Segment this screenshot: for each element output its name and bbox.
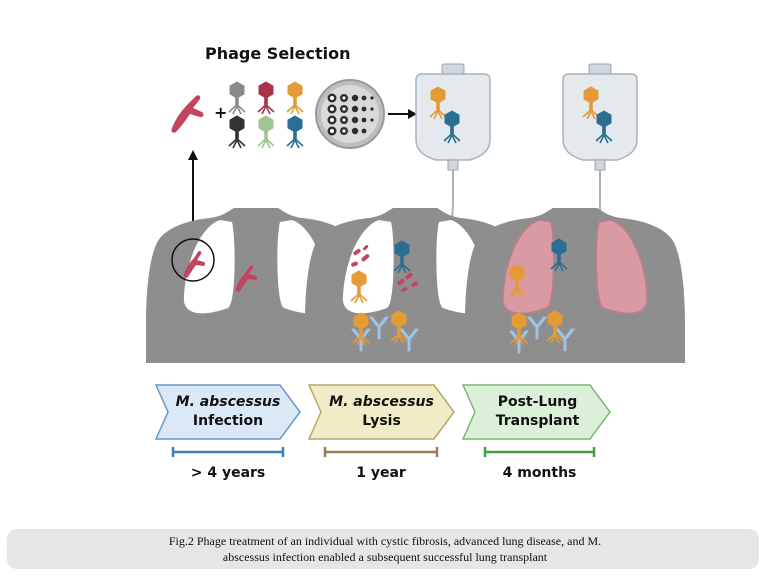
mycobacterium-icon	[183, 250, 258, 292]
caption-line-1: Fig.2 Phage treatment of an individual w…	[168, 534, 602, 548]
phage-icon	[228, 81, 246, 115]
plus-sign: +	[214, 103, 227, 122]
petri-dish-icon	[315, 79, 385, 149]
torso-post-transplant	[465, 208, 685, 363]
mycobacterium-icon	[171, 95, 204, 133]
duration-bar-3	[483, 447, 596, 457]
stage-label-2-line1: M. abscessus	[329, 394, 434, 410]
stage-label-1-line1: M. abscessus	[175, 394, 281, 410]
phage-icon	[257, 81, 275, 115]
lung-left	[342, 220, 394, 314]
stage-label-3: Post-Lung Transplant	[469, 393, 606, 431]
duration-bar-2	[323, 447, 439, 457]
lysed-bacteria	[351, 245, 418, 292]
duration-label-3: 4 months	[502, 465, 577, 481]
phage-icon	[257, 115, 275, 149]
transplanted-lung-right	[595, 219, 648, 315]
caption-line-2: abscessus infection enabled a subsequent…	[222, 550, 548, 564]
phage-icon	[286, 81, 304, 115]
phage-selection-title: Phage Selection	[205, 44, 351, 63]
stage-label-2-line2: Lysis	[362, 413, 401, 429]
figure-caption: Fig.2 Phage treatment of an individual w…	[120, 533, 650, 565]
stage-label-1-line2: Infection	[192, 413, 264, 429]
caption-background	[7, 529, 759, 569]
stage-chevron-2	[307, 384, 455, 440]
duration-label-2: 1 year	[356, 465, 406, 481]
arrow-to-iv-bag	[388, 109, 417, 119]
stage-label-1: M. abscessus Infection	[160, 393, 296, 431]
stage-chevron-3	[461, 384, 611, 440]
stage-chevron-1	[154, 384, 301, 440]
stage-label-2: M. abscessus Lysis	[313, 393, 450, 431]
phage-library	[228, 81, 304, 149]
duration-label-1: > 4 years	[190, 465, 266, 481]
magnifier-circle	[171, 238, 215, 282]
stage-label-3-line1: Post-Lung	[497, 394, 578, 410]
stage-label-3-line2: Transplant	[495, 413, 580, 429]
lung-left	[183, 220, 235, 314]
duration-bar-1	[171, 447, 285, 457]
phage-icon	[228, 115, 246, 149]
phage-icon	[286, 115, 304, 149]
